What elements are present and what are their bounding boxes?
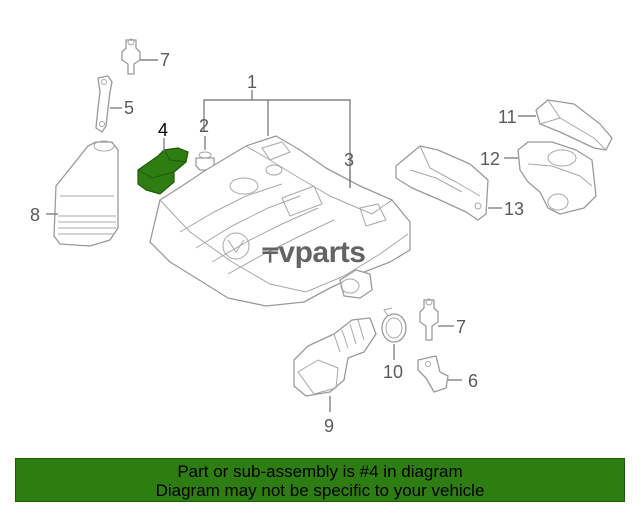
- callout-10: 10: [383, 362, 403, 382]
- part-7-right-fitting: [419, 298, 439, 341]
- banner-line-2: Diagram may not be specific to your vehi…: [155, 481, 485, 500]
- part-12-air-housing: [517, 141, 597, 215]
- callout-6: 6: [468, 371, 478, 391]
- watermark-mark-icon: ⫧: [262, 236, 279, 269]
- callout-12: 12: [480, 149, 500, 169]
- part-10-clamp: [381, 307, 407, 343]
- part-1-engine-cover: [149, 135, 411, 307]
- info-banner: Part or sub-assembly is #4 in diagram Di…: [15, 458, 625, 502]
- callout-4: 4: [158, 120, 168, 140]
- part-5-bracket: [95, 75, 113, 133]
- callout-9: 9: [324, 416, 334, 436]
- banner-line-1: Part or sub-assembly is #4 in diagram: [177, 462, 463, 481]
- part-6-bracket: [417, 355, 449, 393]
- callout-7-top: 7: [160, 50, 170, 70]
- part-8-intake-duct: [53, 140, 119, 247]
- engine-cover-exploded-diagram: 1 2 3 4 5 6 7 7 8 9 10 11 12 13: [30, 38, 613, 436]
- part-13-long-bracket: [395, 145, 489, 221]
- callout-5: 5: [124, 98, 134, 118]
- callout-13: 13: [504, 199, 524, 219]
- part-4-highlighted-sensor: [137, 147, 189, 195]
- part-11-air-cover: [535, 99, 613, 151]
- part-7-top-fitting: [121, 38, 141, 75]
- callout-3: 3: [344, 150, 354, 170]
- watermark-text: vparts: [278, 236, 366, 269]
- callout-8: 8: [30, 205, 40, 225]
- callout-1: 1: [247, 72, 257, 92]
- part-9-intake-hose: [293, 317, 377, 397]
- leader-1: [203, 90, 351, 188]
- callout-2: 2: [199, 116, 209, 136]
- vparts-watermark-logo: ⫧vparts: [262, 236, 366, 270]
- callout-11: 11: [498, 107, 517, 127]
- callout-7-right: 7: [456, 317, 466, 337]
